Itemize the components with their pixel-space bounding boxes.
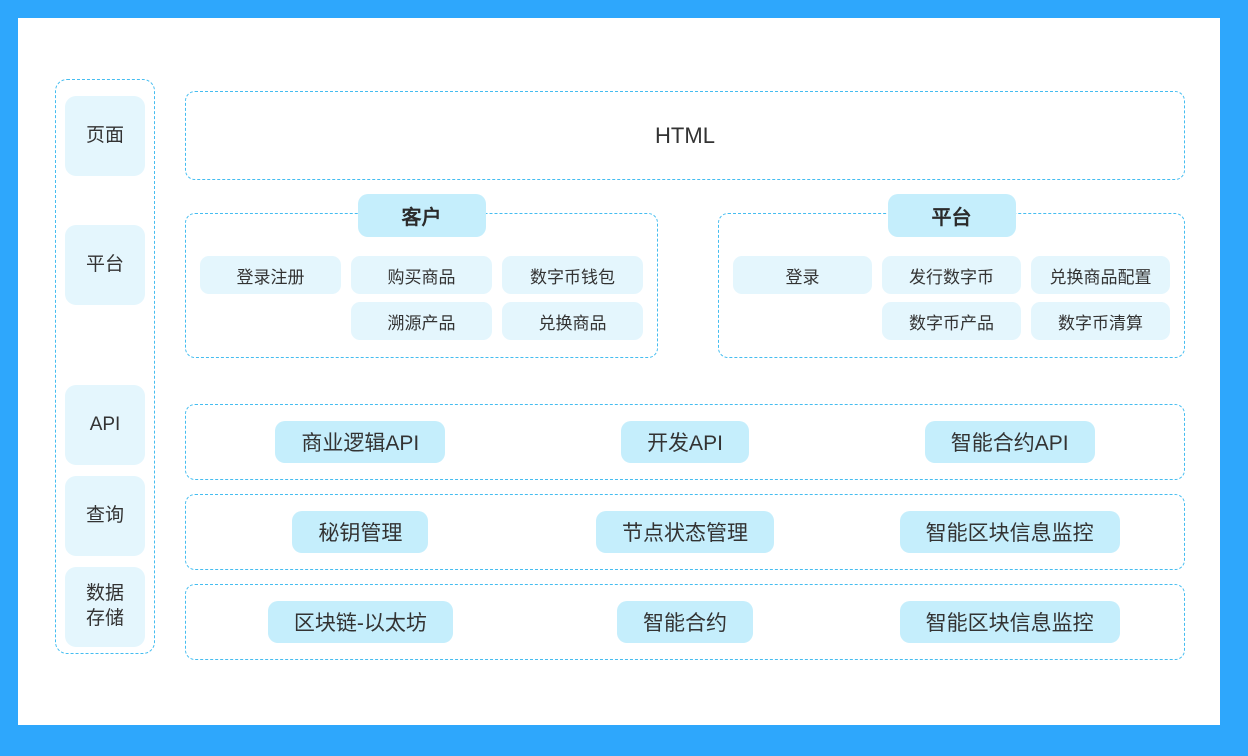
rail-item-platform[interactable]: 平台 [65,225,145,305]
group-item[interactable]: 登录 [733,256,872,294]
layer-item[interactable]: 智能区块信息监控 [899,601,1120,643]
layer-item[interactable]: 智能合约API [924,421,1095,463]
group-item[interactable]: 兑换商品 [502,302,643,340]
group-title-customer: 客户 [357,194,486,237]
group-item[interactable]: 溯源产品 [351,302,492,340]
layer-item[interactable]: 区块链-以太坊 [267,601,453,643]
rail-item-page[interactable]: 页面 [65,96,145,176]
group-item[interactable]: 发行数字币 [882,256,1021,294]
group-title-platform: 平台 [887,194,1016,237]
layer-item[interactable]: 节点状态管理 [595,511,774,553]
page-layer-band: HTML [185,91,1185,180]
rail-item-label: 页面 [85,124,124,146]
layer-band-api: 商业逻辑API 开发API 智能合约API [185,404,1185,480]
layer-item[interactable]: 智能区块信息监控 [899,511,1120,553]
layer-item[interactable]: 商业逻辑API [275,421,446,463]
group-item[interactable]: 数字币清算 [1031,302,1170,340]
layer-band-storage: 区块链-以太坊 智能合约 智能区块信息监控 [185,584,1185,660]
layer-item[interactable]: 秘钥管理 [292,511,429,553]
layer-band-query: 秘钥管理 节点状态管理 智能区块信息监控 [185,494,1185,570]
layer-rail: 页面 平台 API 查询 数据存储 [55,79,155,654]
group-item[interactable]: 数字币钱包 [502,256,643,294]
layer-item[interactable]: 开发API [621,421,749,463]
layer-item[interactable]: 智能合约 [616,601,753,643]
group-item[interactable]: 数字币产品 [882,302,1021,340]
group-item[interactable]: 登录注册 [200,256,341,294]
rail-item-label: 平台 [85,253,124,275]
group-items-platform: 登录 发行数字币 兑换商品配置 数字币产品 数字币清算 [733,256,1170,340]
group-panel-platform: 平台 登录 发行数字币 兑换商品配置 数字币产品 数字币清算 [718,194,1185,358]
diagram-canvas: 页面 平台 API 查询 数据存储 HTML 客户 登录注册 购买商品 数字币钱… [18,18,1220,725]
rail-item-storage[interactable]: 数据存储 [65,567,145,647]
rail-item-label: API [89,413,121,435]
rail-item-query[interactable]: 查询 [65,476,145,556]
group-items-customer: 登录注册 购买商品 数字币钱包 溯源产品 兑换商品 [200,256,643,340]
rail-item-label: 查询 [85,504,124,526]
group-item[interactable]: 兑换商品配置 [1031,256,1170,294]
rail-item-label: 数据存储 [85,583,124,629]
page-layer-label: HTML [655,122,715,148]
group-item[interactable]: 购买商品 [351,256,492,294]
rail-item-api[interactable]: API [65,385,145,465]
group-panel-customer: 客户 登录注册 购买商品 数字币钱包 溯源产品 兑换商品 [185,194,658,358]
